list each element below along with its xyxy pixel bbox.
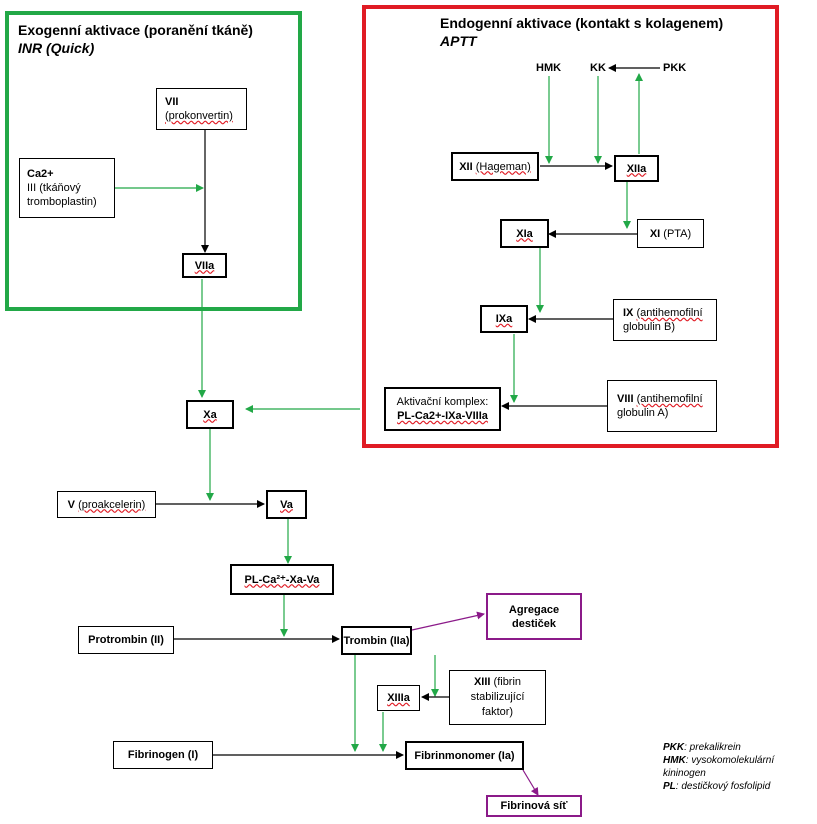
abbreviation-legend: PKK: prekalikrein HMK: vysokomolekulární…	[663, 741, 803, 793]
node-va-label: Va	[280, 498, 293, 511]
node-complex-formula: PL-Ca2+-IXa-VIIIa	[397, 410, 488, 422]
node-agregace-label: Agregace destiček	[508, 603, 560, 630]
node-xiii-fibrin-stabilizing: XIII (fibrin stabilizující faktor)	[449, 670, 546, 725]
node-xii-label: XII	[459, 160, 473, 173]
legend-abbr-hmk: HMK	[663, 755, 686, 766]
node-xiii-label: XIII	[473, 676, 491, 688]
node-xi-pta: XI (PTA)	[637, 219, 704, 248]
node-fibrinmonomer-label: Fibrinmonomer (Ia)	[414, 749, 515, 762]
node-tromboplastin-label: tromboplastin)	[27, 196, 97, 208]
node-xiii-name: (fibrin stabilizující faktor)	[470, 676, 525, 718]
node-xia: XIa	[500, 219, 549, 248]
legend-item-pl: PL: destičkový fosfolipid	[663, 780, 803, 793]
node-complex-title: Aktivační komplex:	[396, 396, 489, 408]
node-ix-globulin: globulin B)	[623, 321, 675, 333]
legend-item-hmk: HMK: vysokomolekulární kininogen	[663, 754, 803, 780]
node-agregace-desticek: Agregace destiček	[486, 593, 582, 640]
node-trombin: Trombin (IIa)	[341, 626, 412, 655]
node-xiia-label: XIIa	[626, 162, 647, 175]
node-iii-label: III (tkáňový	[27, 182, 81, 194]
node-xii-hageman: XII (Hageman)	[451, 152, 539, 181]
node-fibrinogen: Fibrinogen (I)	[113, 741, 213, 769]
node-xii-name: (Hageman)	[475, 160, 531, 173]
label-kk: KK	[590, 62, 606, 74]
node-ixa-label: IXa	[495, 313, 513, 325]
endogenous-pathway-frame	[362, 5, 779, 448]
node-xia-label: XIa	[516, 227, 533, 240]
node-vii-label: VII	[165, 96, 179, 108]
node-protrombin-label: Protrombin (II)	[88, 634, 164, 646]
node-xi-name: (PTA)	[663, 227, 692, 240]
node-v-label: V	[67, 498, 76, 511]
node-xa-label: Xa	[203, 408, 217, 421]
node-v-name: (proakcelerin)	[78, 498, 146, 511]
endogenous-subtitle: APTT	[440, 33, 477, 49]
legend-abbr-pl: PL	[663, 781, 676, 792]
node-fibrinogen-label: Fibrinogen (I)	[127, 749, 199, 761]
node-xiiia-label: XIIIa	[387, 692, 410, 704]
node-activation-complex: Aktivační komplex: PL-Ca2+-IXa-VIIIa	[384, 387, 501, 431]
node-viii-antihemofilni: VIII (antihemofilní globulin A)	[607, 380, 717, 432]
node-viii-name: (antihemofilní	[636, 393, 703, 405]
node-fibrinova-sit: Fibrinová síť	[486, 795, 582, 817]
node-va: Va	[266, 490, 307, 519]
legend-abbr-pkk: PKK	[663, 742, 685, 753]
node-pl-xa-va-complex: PL-Ca²⁺-Xa-Va	[230, 564, 334, 595]
node-protrombin: Protrombin (II)	[78, 626, 174, 654]
legend-item-pkk: PKK: prekalikrein	[663, 741, 803, 754]
node-xa: Xa	[186, 400, 234, 429]
node-vii-name: (prokonvertin)	[165, 110, 233, 122]
legend-text-pl: : destičkový fosfolipid	[675, 781, 771, 792]
node-xiiia: XIIIa	[377, 685, 420, 711]
arrow-fibrinmonomer-sit	[522, 769, 539, 796]
arrow-trombin-agregace	[411, 611, 485, 631]
exogenous-subtitle: INR (Quick)	[18, 40, 95, 56]
node-trombin-label: Trombin (IIa)	[343, 634, 410, 647]
node-ca-tissue-factor: Ca2+ III (tkáňový tromboplastin)	[19, 158, 115, 218]
node-viii-label: VIII	[617, 393, 634, 405]
node-fibrinova-sit-label: Fibrinová síť	[500, 800, 568, 812]
legend-text-pkk: : prekalikrein	[684, 742, 741, 753]
node-viii-globulin: globulin A)	[617, 407, 669, 419]
label-pkk: PKK	[663, 62, 687, 74]
node-ixa: IXa	[480, 305, 528, 333]
node-vii-prokonvertin: VII (prokonvertin)	[156, 88, 247, 130]
node-ix-name: (antihemofilní	[636, 307, 703, 319]
node-viia: VIIa	[182, 253, 227, 278]
node-fibrinmonomer: Fibrinmonomer (Ia)	[405, 741, 524, 770]
node-viia-label: VIIa	[194, 259, 215, 272]
node-pl-complex-label: PL-Ca²⁺-Xa-Va	[244, 573, 320, 586]
endogenous-title: Endogenní aktivace (kontakt s kolagenem)	[440, 15, 724, 31]
exogenous-pathway-frame	[5, 11, 302, 311]
node-xi-label: XI	[649, 227, 661, 240]
node-xiia: XIIa	[614, 155, 659, 182]
node-ca-label: Ca2+	[27, 168, 54, 180]
label-hmk: HMK	[536, 62, 562, 74]
node-v-proakcelerin: V (proakcelerin)	[57, 491, 156, 518]
node-ix-antihemofilni: IX (antihemofilní globulin B)	[613, 299, 717, 341]
legend-text-hmk: : vysokomolekulární kininogen	[663, 755, 775, 779]
node-ix-label: IX	[623, 307, 634, 319]
exogenous-title: Exogenní aktivace (poranění tkáně)	[18, 22, 253, 38]
